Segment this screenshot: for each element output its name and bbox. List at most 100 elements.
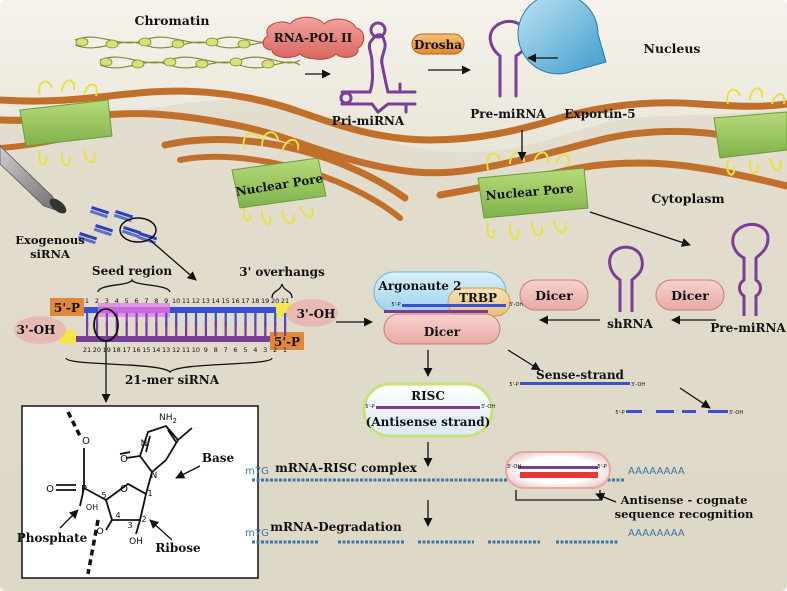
bottom-strand-base xyxy=(135,322,138,336)
top-position-number: 5 xyxy=(125,297,129,305)
top-position-number: 21 xyxy=(281,297,289,305)
top-position-number: 4 xyxy=(115,297,119,305)
top-position-number: 12 xyxy=(192,297,200,305)
top-strand-base xyxy=(194,313,198,327)
top-strand-base xyxy=(125,313,128,327)
drosha-label: Drosha xyxy=(414,38,462,52)
top-position-number: 2 xyxy=(95,297,99,305)
bottom-strand-base xyxy=(224,322,227,336)
top-position-number: 7 xyxy=(144,297,148,305)
pri-mirna-icon xyxy=(339,21,417,115)
bottom-strand-base xyxy=(145,322,148,336)
bottom-strand-base xyxy=(254,322,257,336)
bottom-strand-base xyxy=(284,322,287,336)
bottom-strand-base xyxy=(214,322,217,336)
nucleotide-highlight-circle xyxy=(93,308,119,342)
fragment-five-p: 5'-P xyxy=(615,410,624,416)
sense-strand-icon xyxy=(520,382,630,385)
n-bottom-label: N xyxy=(151,471,158,481)
exogenous-label: Exogenous xyxy=(15,233,85,247)
bottom-position-number: 16 xyxy=(132,346,140,354)
nuclear-pore-left-icon xyxy=(231,131,327,226)
c4-label: 4 xyxy=(115,511,120,520)
exportin-5-label: Exportin-5 xyxy=(564,107,635,121)
bottom-strand-base xyxy=(185,322,188,336)
argonaute-label: Argonaute 2 xyxy=(378,279,462,293)
cognate-arrow xyxy=(595,492,617,503)
polya-1-label: AAAAAAAA xyxy=(628,466,685,477)
shrna-icon xyxy=(608,245,644,312)
bubble-five-p: 5'-P xyxy=(597,464,606,470)
top-strand-base xyxy=(284,313,287,327)
five-p-top-label: 5'-P xyxy=(54,301,80,315)
m7g-1-label: m7G xyxy=(245,466,269,477)
nucleus-arrows xyxy=(305,53,691,247)
bottom-position-number: 21 xyxy=(83,346,91,354)
p-label: P xyxy=(81,484,87,495)
bottom-position-number: 6 xyxy=(233,346,237,354)
mrna-degradation-label: mRNA-Degradation xyxy=(270,520,402,534)
c1-label: 1 xyxy=(147,489,152,498)
bottom-position-number: 11 xyxy=(182,346,190,354)
top-strand-base xyxy=(95,313,99,327)
top-strand-base xyxy=(155,313,158,327)
bubble-three-oh: 3'-OH xyxy=(507,464,521,470)
rna-pol-ii-icon xyxy=(262,16,365,60)
sirna-duplex xyxy=(14,298,338,350)
top-position-number: 10 xyxy=(172,297,180,305)
sense-five-p: 5'-P xyxy=(509,382,518,388)
three-oh-bottom-label: 3'-OH xyxy=(17,323,56,337)
nh2-label: NH2 xyxy=(159,413,177,425)
nucleotide-structure xyxy=(56,411,193,575)
ribose-arrow xyxy=(149,519,173,541)
dicer-2-shape xyxy=(655,279,725,311)
shrna-label: shRNA xyxy=(607,317,653,331)
bottom-strand-base xyxy=(274,322,277,336)
fragment-three-oh: 3'-OH xyxy=(729,410,743,416)
top-strand-base xyxy=(185,313,188,327)
processing-arrows xyxy=(423,315,716,527)
sense-strand-fragments xyxy=(626,410,728,413)
top-strand-base xyxy=(105,313,108,327)
bottom-strand-base xyxy=(234,322,237,336)
top-position-number: 17 xyxy=(241,297,249,305)
seed-region-brace xyxy=(97,277,171,293)
bottom-position-number: 10 xyxy=(192,346,200,354)
argonaute-dicer-complex xyxy=(373,271,511,345)
overhangs-brace xyxy=(271,283,293,299)
m7g-2-label: m7G xyxy=(245,528,269,539)
c5-label: 5 xyxy=(101,491,106,500)
injection-needle-icon xyxy=(0,145,67,214)
bottom-position-number: 5 xyxy=(243,346,247,354)
three-oh-top-label: 3'-OH xyxy=(297,307,336,321)
seed-region-label: Seed region xyxy=(92,264,172,278)
top-position-number: 15 xyxy=(221,297,229,305)
complex-five-p: 5'-P xyxy=(391,302,400,308)
risc-shape xyxy=(362,382,494,438)
sirna-highlight-circle xyxy=(119,217,157,243)
top-strand-base xyxy=(254,313,257,327)
five-p-bottom-label: 5'-P xyxy=(274,335,300,349)
pre-mirna-label: Pre-miRNA xyxy=(470,107,546,121)
base-label: Base xyxy=(202,451,235,465)
top-strand-base xyxy=(274,313,277,327)
drosha-icon xyxy=(411,33,465,55)
o-double-label: O xyxy=(46,484,54,495)
bottom-strand-base xyxy=(105,322,108,336)
bottom-strand-base xyxy=(165,322,168,336)
bottom-strand-base xyxy=(175,322,178,336)
o2-label: O xyxy=(96,527,103,537)
overhangs-label: 3' overhangs xyxy=(239,265,325,279)
top-strand-base xyxy=(145,313,148,327)
bottom-strand-base xyxy=(264,322,267,336)
bottom-position-number: 15 xyxy=(142,346,150,354)
dicer-1-label: Dicer xyxy=(535,288,573,303)
oh-p-label: OH xyxy=(86,503,98,512)
sense-strand-label: Sense-strand xyxy=(536,368,625,382)
bottom-position-number: 14 xyxy=(152,346,160,354)
mer-brace xyxy=(65,357,273,373)
top-position-number: 3 xyxy=(105,297,109,305)
